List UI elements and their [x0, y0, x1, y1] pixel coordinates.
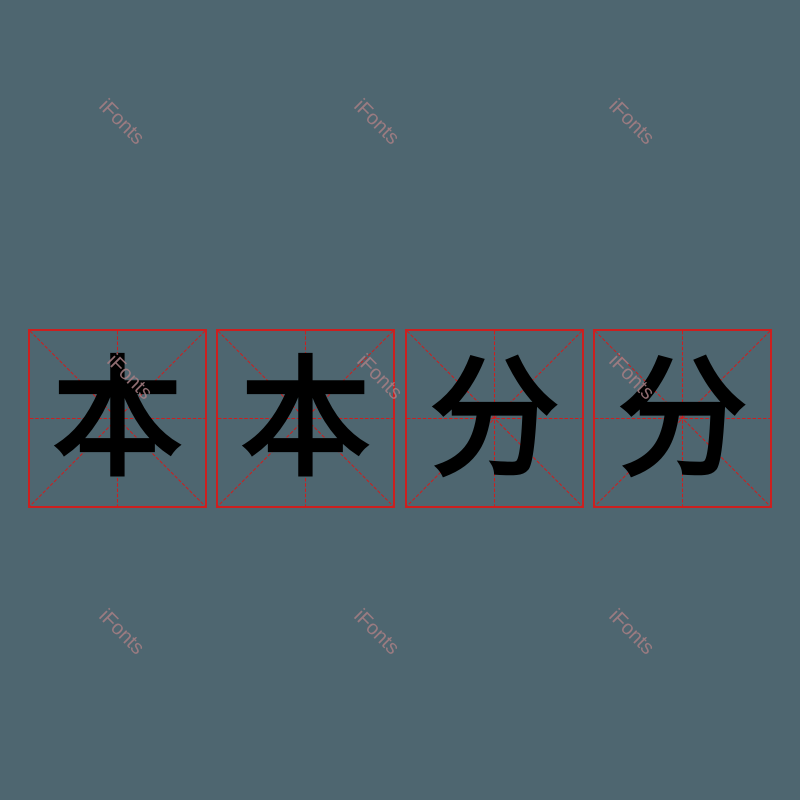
watermark: iFonts — [94, 95, 149, 150]
grid-guide-lines — [407, 331, 582, 506]
watermark: iFonts — [349, 605, 404, 660]
grid-guide-lines — [595, 331, 770, 506]
mi-grid-box-3: 分 — [405, 329, 584, 508]
character-glyph: 分 — [617, 342, 748, 495]
watermark: iFonts — [604, 605, 659, 660]
character-glyph: 本 — [240, 342, 371, 495]
character-glyph: 本 — [52, 342, 183, 495]
character-glyph: 分 — [429, 342, 560, 495]
grid-guide-lines — [30, 331, 205, 506]
mi-grid-box-2: 本 — [216, 329, 395, 508]
watermark: iFonts — [94, 605, 149, 660]
watermark: iFonts — [349, 95, 404, 150]
mi-grid-box-4: 分 — [593, 329, 772, 508]
watermark: iFonts — [604, 95, 659, 150]
grid-guide-lines — [218, 331, 393, 506]
mi-grid-box-1: 本 — [28, 329, 207, 508]
